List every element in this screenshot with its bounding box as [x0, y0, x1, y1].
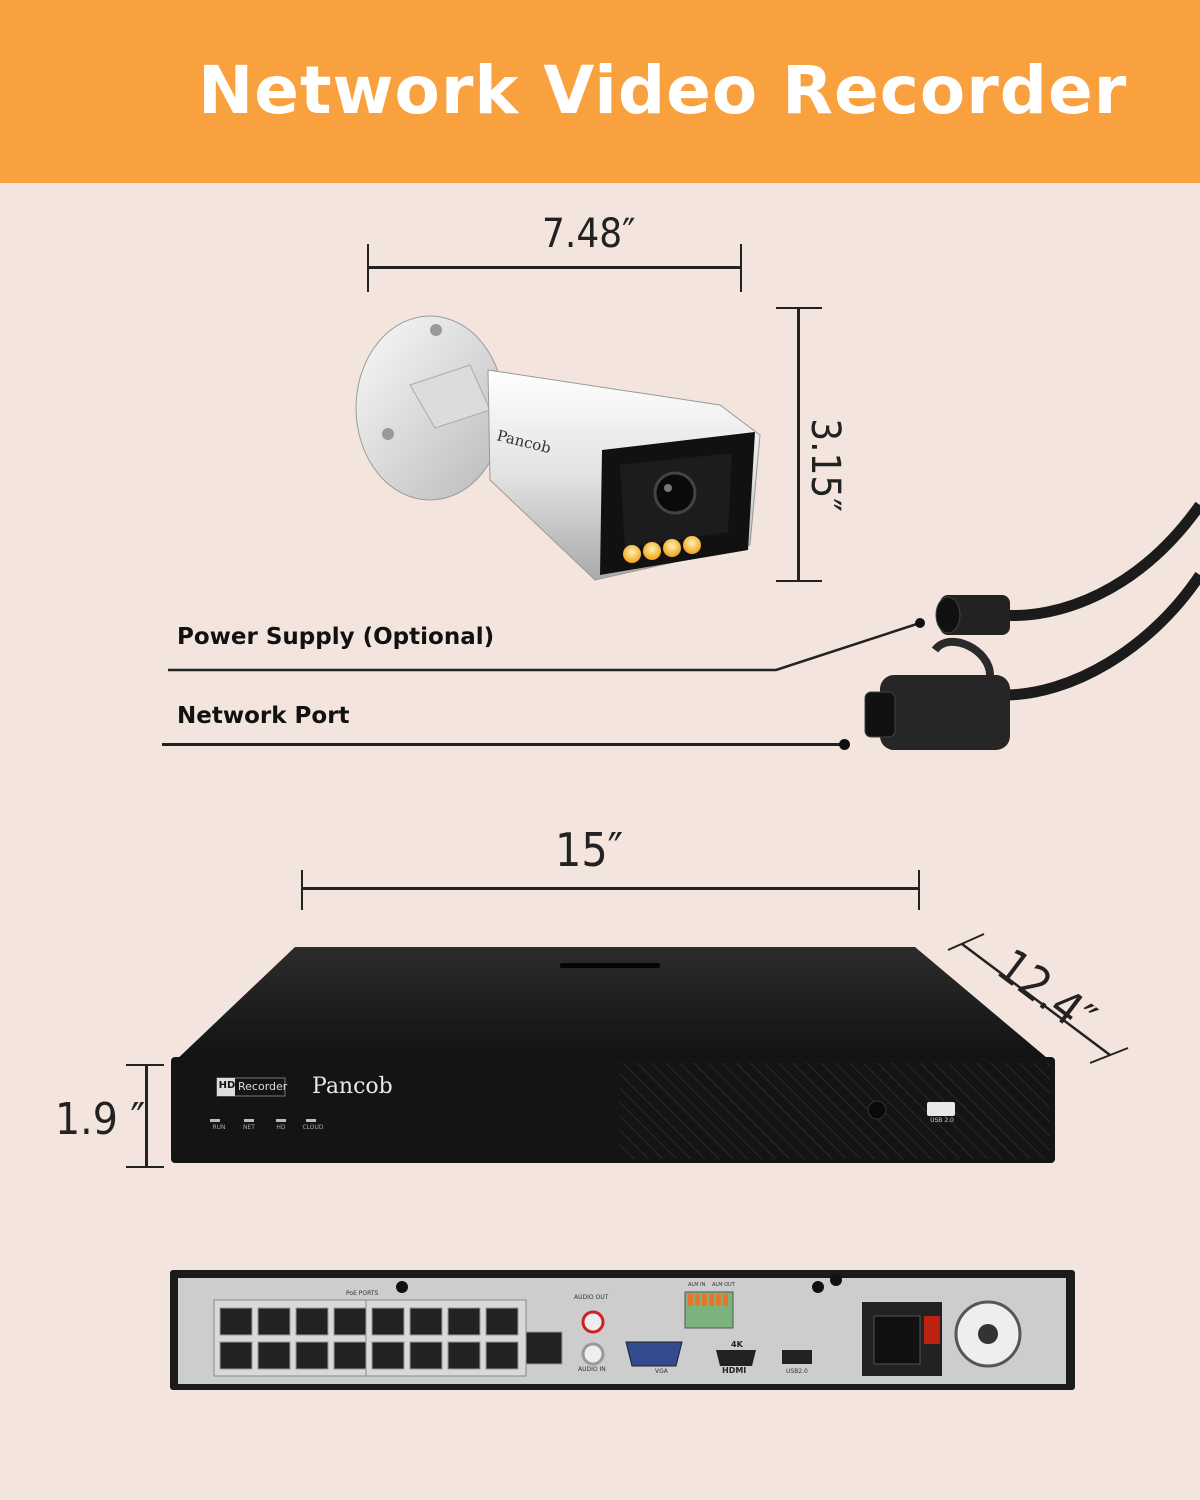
led-label-hd: HD	[276, 1124, 286, 1131]
nvr-height-label: 1.9 ″	[55, 1094, 146, 1145]
nvr-depth-dimension	[947, 933, 1129, 1064]
nvr-brand-text: Pancob	[312, 1074, 393, 1099]
rear-audio-out-label: AUDIO OUT	[574, 1294, 609, 1301]
rear-vga-label: VGA	[655, 1368, 668, 1375]
led-label-cloud: CLOUD	[302, 1124, 324, 1131]
power-supply-leader	[168, 618, 925, 672]
network-connector	[880, 675, 1010, 750]
nvr-height-line	[145, 1064, 148, 1168]
network-port-leader	[162, 743, 844, 746]
led-label-net: NET	[243, 1124, 255, 1131]
rear-usb-label: USB2.0	[786, 1368, 808, 1375]
nvr-front-illustration	[171, 947, 1055, 1163]
rear-audio-in-label: AUDIO IN	[578, 1366, 606, 1373]
nvr-width-tick-left	[301, 870, 303, 910]
page-title: Network Video Recorder	[198, 52, 1128, 129]
rear-hdmi-4k-label: 4K	[731, 1340, 743, 1349]
nvr-height-tick-top	[126, 1064, 164, 1066]
nvr-width-line	[302, 887, 920, 890]
nvr-rear-illustration	[170, 1270, 1075, 1390]
camera-illustration: Pancob	[355, 315, 761, 581]
rear-alarm-in-label: ALM IN	[688, 1282, 706, 1288]
nvr-badge-hd: HD	[218, 1080, 236, 1091]
network-port-dot	[839, 739, 850, 750]
camera-width-line	[368, 266, 741, 269]
camera-cables	[864, 501, 1200, 750]
camera-height-tick-top	[776, 307, 822, 309]
nvr-width-tick-right	[918, 870, 920, 910]
camera-width-tick-right	[740, 244, 742, 292]
nvr-width-label: 15″	[555, 823, 624, 877]
nvr-usb-label: USB 2.0	[930, 1117, 954, 1124]
nvr-height-tick-bottom	[126, 1166, 164, 1168]
led-label-run: RUN	[212, 1124, 226, 1131]
rear-alarm-out-label: ALM OUT	[712, 1282, 735, 1288]
header-banner: Network Video Recorder	[0, 0, 1200, 183]
rear-poe-label: PoE PORTS	[346, 1290, 379, 1297]
network-port-label: Network Port	[177, 703, 350, 729]
camera-height-tick-bottom	[776, 580, 822, 582]
nvr-badge-text: Recorder	[238, 1080, 288, 1093]
camera-width-tick-left	[367, 244, 369, 292]
camera-height-line	[797, 307, 800, 582]
rear-hdmi-label: HDMI	[722, 1366, 747, 1375]
power-supply-label: Power Supply (Optional)	[177, 624, 495, 650]
camera-height-label: 3.15″	[801, 418, 848, 512]
camera-width-label: 7.48″	[542, 211, 636, 257]
